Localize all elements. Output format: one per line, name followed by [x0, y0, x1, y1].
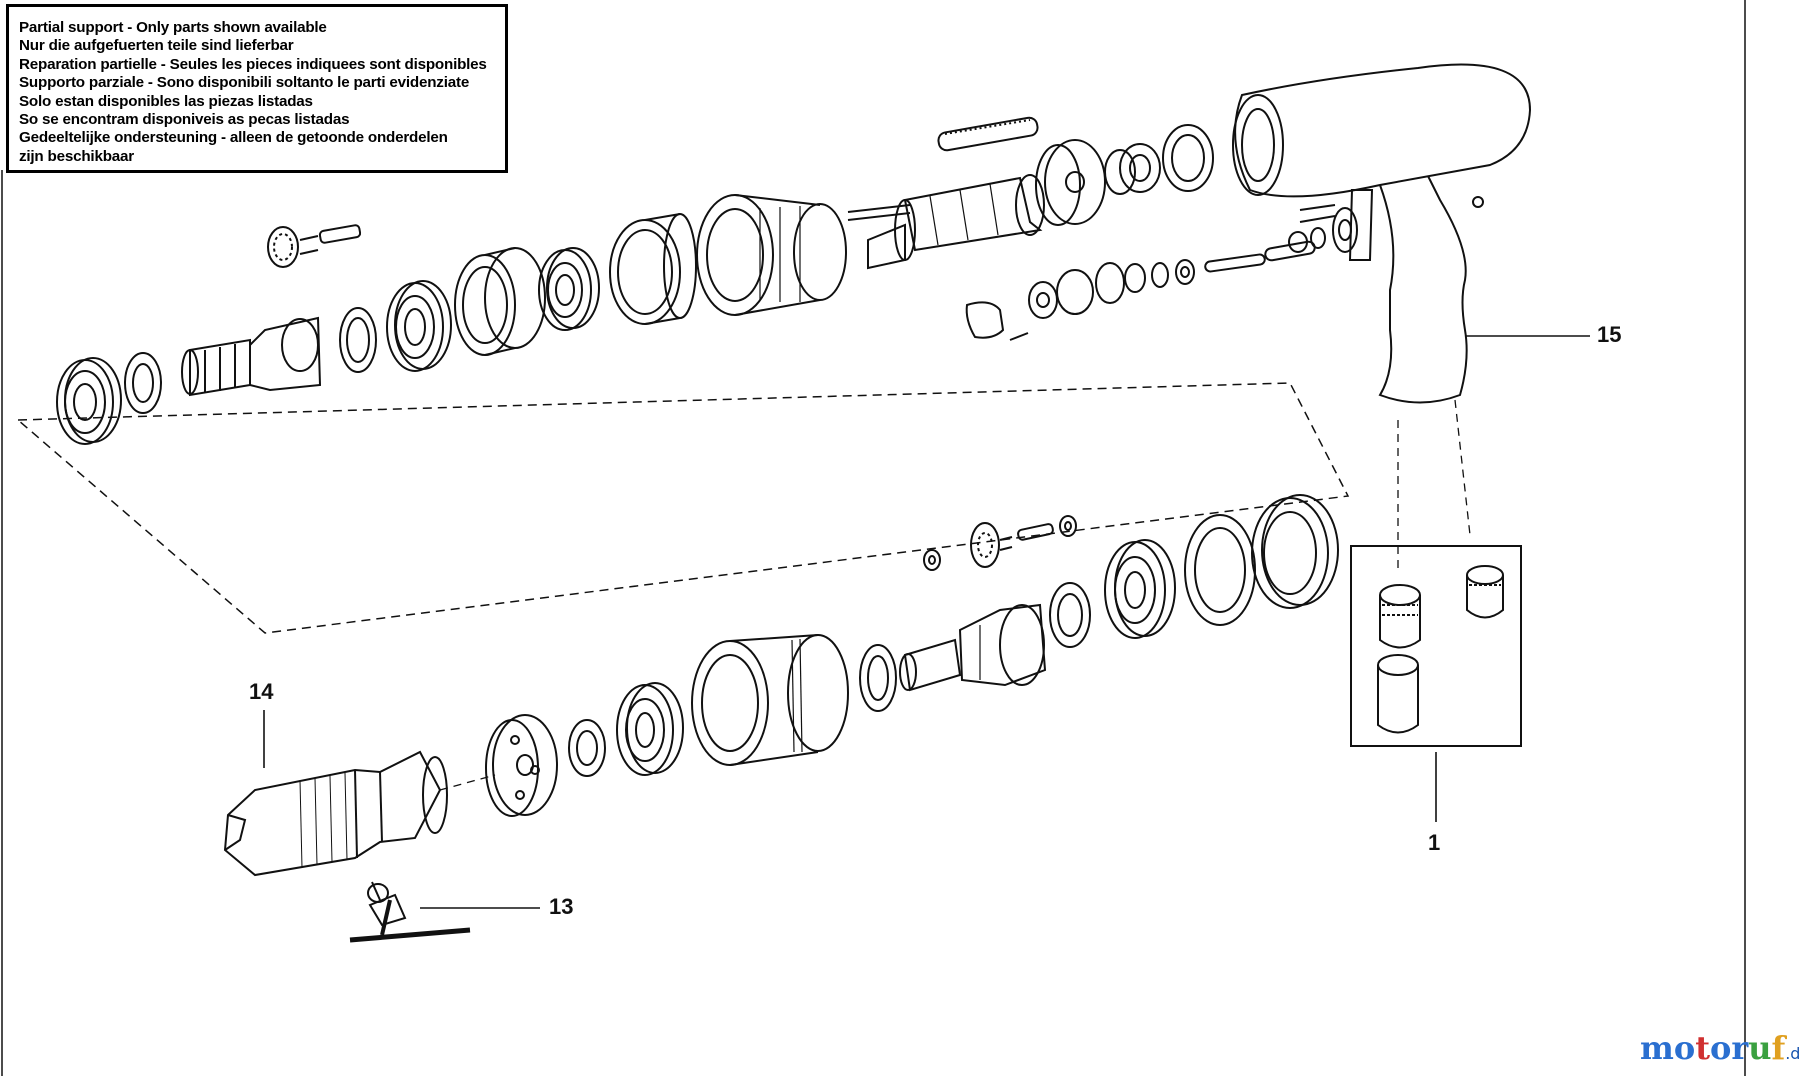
- watermark-letter: o: [1709, 1029, 1732, 1067]
- notice-line-nl: Gedeeltelijke ondersteuning - alleen de …: [19, 129, 448, 147]
- rear-end-plate: [1035, 139, 1106, 226]
- lower-ball-bearing-mid: [616, 682, 684, 776]
- notice-line-pt: So se encontram disponiveis as pecas lis…: [19, 111, 350, 129]
- watermark-letter: f: [1771, 1029, 1786, 1067]
- watermark-letter: m: [1640, 1029, 1674, 1067]
- upper-washer-2: [339, 307, 377, 373]
- lower-large-ring: [1184, 514, 1256, 626]
- lower-washer-3: [1049, 582, 1091, 648]
- upper-ball-bearing-2: [386, 280, 452, 372]
- lower-lock-nut: [1251, 494, 1339, 609]
- lower-planet-carrier: [899, 603, 1047, 692]
- rear-snap-ring: [1162, 124, 1214, 192]
- watermark-letter: t: [1695, 1029, 1710, 1067]
- upper-ring-gear: [609, 213, 697, 325]
- upper-washer-1: [124, 352, 162, 414]
- notice-line-es: Solo estan disponibles las piezas listad…: [19, 92, 313, 110]
- assembly-plane-outline: [16, 382, 1350, 634]
- notice-line-it: Supporto parziale - Sono disponibili sol…: [19, 74, 470, 92]
- upper-ball-bearing-3: [538, 247, 600, 331]
- small-pinion-gear: [267, 224, 362, 268]
- callout-13: 13: [549, 894, 574, 919]
- rotor: [867, 174, 1045, 270]
- rotor-vane: [937, 116, 1039, 152]
- watermark-brand: motoruf: [1640, 1029, 1785, 1067]
- lower-ball-bearing-right: [1104, 539, 1176, 639]
- watermark-letter: u: [1748, 1029, 1772, 1067]
- notice-line-de: Nur die aufgefuerten teile sind lieferba…: [19, 37, 294, 55]
- callout-15: 15: [1597, 322, 1622, 347]
- air-fittings-box: [1350, 545, 1522, 747]
- upper-needle-bearing: [454, 247, 546, 356]
- callout-14: 14: [249, 679, 274, 704]
- chuck-key: [349, 881, 471, 943]
- pistol-grip-housing: [1232, 63, 1532, 404]
- motoruf-watermark: motoruf.de: [1640, 1032, 1800, 1064]
- air-inlet-sleeve: [1377, 654, 1419, 734]
- lower-washer-1: [568, 719, 606, 777]
- callout-1: 1: [1428, 830, 1441, 855]
- leader-lines-dashed: [439, 399, 1471, 791]
- drill-chuck: [223, 750, 448, 877]
- watermark-letter: o: [1673, 1029, 1696, 1067]
- front-end-plate: [485, 714, 558, 817]
- air-inlet-bushing: [1379, 584, 1421, 649]
- lower-washer-2: [859, 644, 897, 712]
- watermark-tld: .de: [1785, 1044, 1800, 1063]
- motor-housing-cylinder: [696, 194, 847, 316]
- notice-line-en: Partial support - Only parts shown avail…: [19, 19, 327, 36]
- gear-housing: [691, 634, 849, 766]
- lower-pinion-gear: [923, 515, 1077, 571]
- upper-spindle: [181, 316, 322, 397]
- notice-line-fr: Reparation partielle - Seules les pieces…: [19, 55, 487, 73]
- watermark-letter: r: [1731, 1029, 1749, 1067]
- callout-leaders: [263, 335, 1590, 909]
- rear-ball-bearing: [1104, 143, 1161, 195]
- notice-line-nl-cont: zijn beschikbaar: [19, 147, 134, 165]
- air-inlet-adapter: [1466, 565, 1504, 619]
- upper-ball-bearing-left: [56, 357, 122, 445]
- partial-support-notice: Partial support - Only parts shown avail…: [6, 4, 508, 173]
- throttle-valve-assembly: [965, 227, 1326, 341]
- spline-pin: [847, 204, 911, 221]
